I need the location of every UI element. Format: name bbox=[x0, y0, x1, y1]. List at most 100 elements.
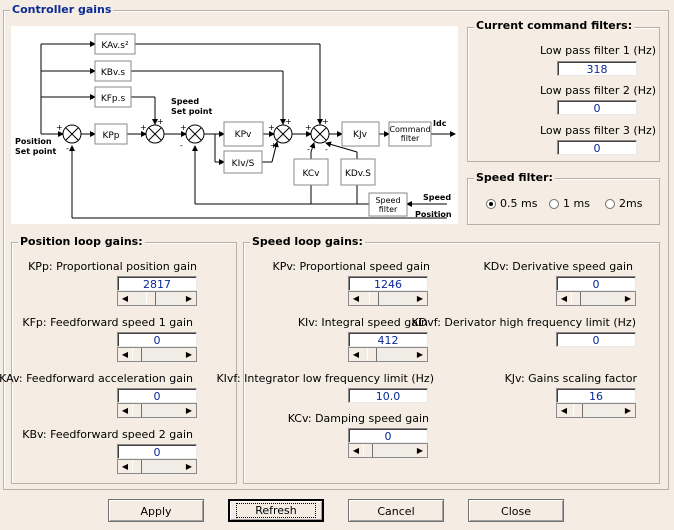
scroll-thumb[interactable] bbox=[132, 460, 142, 473]
kpp-scrollbar[interactable]: ◀▶ bbox=[117, 291, 197, 306]
close-button[interactable]: Close bbox=[468, 499, 564, 522]
scroll-thumb[interactable] bbox=[363, 444, 373, 457]
speed-filter-radio-2ms[interactable]: 2ms bbox=[605, 197, 642, 210]
block-speed-filter-1: Speed bbox=[375, 196, 400, 205]
scroll-thumb[interactable] bbox=[146, 292, 156, 305]
kfp-label: KFp: Feedforward speed 1 gain bbox=[22, 316, 193, 329]
kbv-scrollbar[interactable]: ◀▶ bbox=[117, 459, 197, 474]
scroll-right-arrow-icon[interactable]: ▶ bbox=[621, 404, 635, 417]
svg-text:+: + bbox=[270, 141, 277, 150]
scroll-left-arrow-icon[interactable]: ◀ bbox=[118, 404, 132, 417]
kiv-label: KIv: Integral speed gain bbox=[297, 316, 428, 329]
kpp-field[interactable]: 2817 bbox=[117, 276, 197, 291]
scroll-left-arrow-icon[interactable]: ◀ bbox=[118, 292, 132, 305]
kav-label: KAv: Feedforward acceleration gain bbox=[0, 372, 193, 385]
kjv-field[interactable]: 16 bbox=[556, 388, 636, 403]
scroll-right-arrow-icon[interactable]: ▶ bbox=[621, 292, 635, 305]
kpv-scrollbar[interactable]: ◀▶ bbox=[348, 291, 428, 306]
scroll-thumb[interactable] bbox=[573, 404, 583, 417]
block-kpv: KPv bbox=[235, 130, 252, 140]
command-filters-title: Current command filters: bbox=[474, 19, 635, 32]
kpv-field[interactable]: 1246 bbox=[348, 276, 428, 291]
kbv-label: KBv: Feedforward speed 2 gain bbox=[22, 428, 193, 441]
scroll-right-arrow-icon[interactable]: ▶ bbox=[413, 292, 427, 305]
svg-text:-: - bbox=[325, 145, 328, 154]
apply-button[interactable]: Apply bbox=[108, 499, 204, 522]
scroll-left-arrow-icon[interactable]: ◀ bbox=[118, 348, 132, 361]
scroll-right-arrow-icon[interactable]: ▶ bbox=[182, 460, 196, 473]
label-position-feedback: Position bbox=[415, 210, 452, 219]
kcv-label: KCv: Damping speed gain bbox=[287, 412, 429, 425]
filter2-label: Low pass filter 2 (Hz) bbox=[540, 84, 657, 97]
kav-scrollbar[interactable]: ◀▶ bbox=[117, 403, 197, 418]
speed-filter-radio-1ms[interactable]: 1 ms bbox=[549, 197, 590, 210]
kbv-field[interactable]: 0 bbox=[117, 444, 197, 459]
block-kcv: KCv bbox=[302, 169, 320, 179]
kivf-field[interactable]: 10.0 bbox=[348, 388, 428, 403]
scroll-left-arrow-icon[interactable]: ◀ bbox=[349, 292, 363, 305]
block-kfp: KFp.s bbox=[101, 94, 126, 104]
svg-text:+: + bbox=[305, 123, 312, 132]
diagram-svg: KAv.s² KBv.s KFp.s KPp KPv KIv/S KCv KDv… bbox=[15, 33, 456, 219]
kcv-field[interactable]: 0 bbox=[348, 428, 428, 443]
svg-text:+: + bbox=[180, 123, 187, 132]
kdv-scrollbar[interactable]: ◀▶ bbox=[556, 291, 636, 306]
scroll-left-arrow-icon[interactable]: ◀ bbox=[349, 348, 363, 361]
kfp-field[interactable]: 0 bbox=[117, 332, 197, 347]
kivf-label: KIvf: Integrator low frequency limit (Hz… bbox=[216, 372, 434, 385]
label-position-setpoint: Set point bbox=[15, 147, 56, 156]
kjv-scrollbar[interactable]: ◀▶ bbox=[556, 403, 636, 418]
scroll-thumb[interactable] bbox=[132, 404, 142, 417]
kpv-label: KPv: Proportional speed gain bbox=[272, 260, 431, 273]
scroll-thumb[interactable] bbox=[367, 348, 377, 361]
kiv-scrollbar[interactable]: ◀▶ bbox=[348, 347, 428, 362]
scroll-right-arrow-icon[interactable]: ▶ bbox=[413, 348, 427, 361]
kpp-label: KPp: Proportional position gain bbox=[28, 260, 197, 273]
label-speed: Speed bbox=[171, 97, 199, 106]
position-loop-title: Position loop gains: bbox=[18, 235, 145, 248]
kcv-scrollbar[interactable]: ◀▶ bbox=[348, 443, 428, 458]
filter1-field[interactable]: 318 bbox=[557, 61, 637, 76]
refresh-button[interactable]: Refresh bbox=[228, 499, 324, 522]
svg-text:+: + bbox=[285, 117, 292, 126]
label-speed-setpoint: Set point bbox=[171, 107, 212, 116]
label-speed-feedback: Speed bbox=[423, 193, 451, 202]
scroll-thumb[interactable] bbox=[132, 348, 142, 361]
scroll-left-arrow-icon[interactable]: ◀ bbox=[557, 292, 571, 305]
block-kjv: KJv bbox=[353, 130, 368, 140]
kdv-field[interactable]: 0 bbox=[556, 276, 636, 291]
filter2-field[interactable]: 0 bbox=[557, 100, 637, 115]
svg-text:+: + bbox=[268, 123, 275, 132]
svg-text:-: - bbox=[66, 144, 69, 153]
kiv-field[interactable]: 412 bbox=[348, 332, 428, 347]
radio-icon bbox=[549, 199, 559, 209]
scroll-thumb[interactable] bbox=[571, 292, 581, 305]
kfp-scrollbar[interactable]: ◀▶ bbox=[117, 347, 197, 362]
svg-text:+: + bbox=[56, 123, 63, 132]
svg-text:-: - bbox=[307, 145, 310, 154]
block-kpp: KPp bbox=[102, 131, 119, 141]
cancel-button[interactable]: Cancel bbox=[348, 499, 444, 522]
scroll-thumb[interactable] bbox=[369, 292, 379, 305]
label-position: Position bbox=[15, 137, 52, 146]
kav-field[interactable]: 0 bbox=[117, 388, 197, 403]
scroll-right-arrow-icon[interactable]: ▶ bbox=[413, 444, 427, 457]
control-block-diagram: KAv.s² KBv.s KFp.s KPp KPv KIv/S KCv KDv… bbox=[11, 26, 458, 224]
scroll-left-arrow-icon[interactable]: ◀ bbox=[118, 460, 132, 473]
kdvf-label: KDvf: Derivator high frequency limit (Hz… bbox=[411, 316, 636, 329]
scroll-right-arrow-icon[interactable]: ▶ bbox=[182, 404, 196, 417]
scroll-left-arrow-icon[interactable]: ◀ bbox=[557, 404, 571, 417]
speed-filter-radio-0-5ms[interactable]: 0.5 ms bbox=[486, 197, 537, 210]
speed-filter-group bbox=[467, 178, 660, 225]
scroll-right-arrow-icon[interactable]: ▶ bbox=[182, 348, 196, 361]
block-command-2: filter bbox=[401, 134, 420, 143]
svg-text:+: + bbox=[140, 123, 147, 132]
controller-gains-title: Controller gains bbox=[10, 3, 114, 16]
scroll-right-arrow-icon[interactable]: ▶ bbox=[182, 292, 196, 305]
scroll-left-arrow-icon[interactable]: ◀ bbox=[349, 444, 363, 457]
svg-text:+: + bbox=[322, 117, 329, 126]
speed-loop-title: Speed loop gains: bbox=[250, 235, 365, 248]
kdvf-field[interactable]: 0 bbox=[556, 332, 636, 347]
speed-loop-group bbox=[243, 242, 660, 484]
filter3-field[interactable]: 0 bbox=[557, 140, 637, 155]
